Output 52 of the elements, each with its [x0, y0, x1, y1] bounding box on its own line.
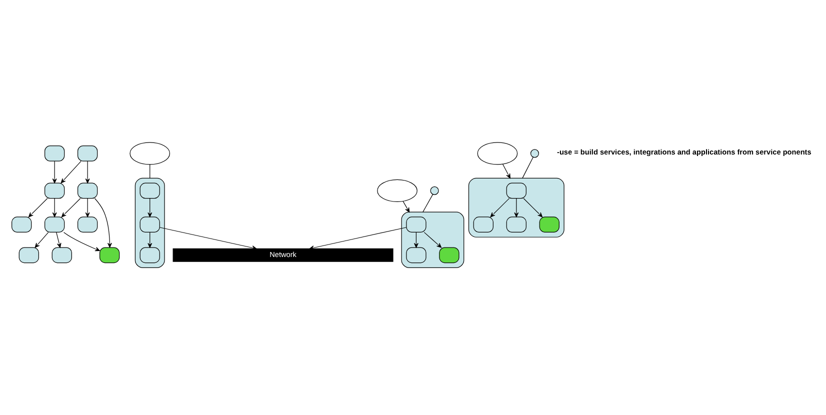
arrow	[402, 200, 410, 212]
node-box	[140, 247, 160, 264]
node-circle	[530, 149, 539, 158]
arrow	[56, 232, 62, 248]
node-box	[506, 216, 526, 233]
node-box	[140, 216, 160, 233]
arrow	[490, 198, 510, 218]
node-box	[406, 247, 426, 264]
arrow	[159, 227, 257, 250]
node-box	[140, 182, 160, 199]
arrow	[52, 198, 57, 218]
node-box	[506, 182, 526, 199]
arrow	[85, 198, 90, 218]
arrow	[414, 232, 418, 248]
node-box	[44, 146, 65, 162]
arrow	[148, 232, 152, 248]
cluster	[134, 178, 165, 268]
arrow	[61, 198, 81, 218]
connector	[422, 194, 434, 212]
node-box	[539, 216, 560, 233]
node-circle	[430, 186, 439, 195]
arrow	[52, 160, 57, 184]
node-box	[12, 216, 32, 233]
node-cloud	[130, 142, 170, 165]
cluster	[468, 178, 564, 238]
arrow	[94, 198, 112, 248]
node-box	[44, 216, 65, 233]
node-box	[18, 247, 39, 264]
node-box	[406, 216, 426, 233]
arrow	[34, 232, 49, 248]
node-cloud	[477, 142, 518, 165]
arrow	[502, 164, 510, 178]
node-box	[52, 247, 72, 264]
arrow	[85, 160, 90, 184]
node-box	[77, 216, 98, 233]
node-box	[77, 146, 98, 162]
arrow	[514, 198, 519, 218]
arrow	[523, 198, 543, 218]
node-box	[99, 247, 120, 264]
connector	[522, 156, 534, 178]
arrow	[28, 198, 48, 218]
node-cloud	[377, 179, 418, 202]
cluster	[401, 212, 464, 268]
arrow	[148, 198, 152, 218]
arrow	[424, 232, 442, 248]
node-box	[439, 247, 460, 264]
node-box	[44, 182, 65, 199]
node-box	[77, 182, 98, 199]
arrow	[309, 227, 407, 250]
arrow	[63, 232, 100, 252]
node-box	[473, 216, 494, 233]
arrow	[60, 160, 82, 184]
